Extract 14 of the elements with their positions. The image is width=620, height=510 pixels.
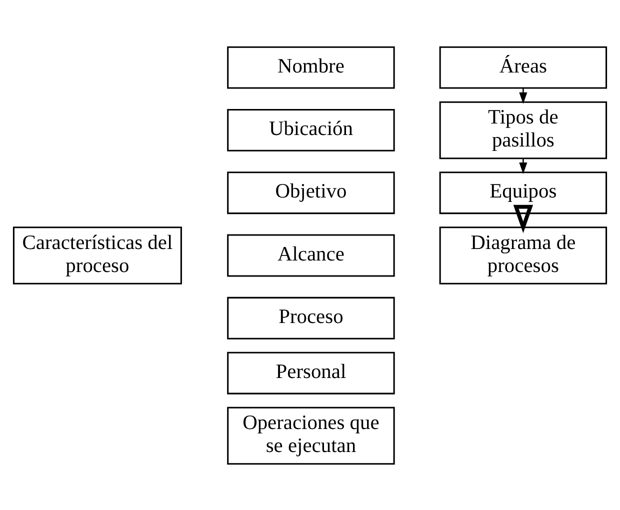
node-box: Operaciones que se ejecutan [227,406,395,464]
node-box: Personal [227,351,395,394]
node-box: Ubicación [227,108,395,151]
arrow [519,88,528,104]
node-box: Características del proceso [12,226,182,284]
node-box: Tipos de pasillos [439,100,608,159]
node-box: Áreas [439,46,608,88]
node-box: Diagrama de procesos [439,226,608,284]
node-box: Nombre [227,46,395,88]
arrow [519,158,528,174]
node-box: Proceso [227,296,395,339]
node-box: Alcance [227,234,395,276]
arrow [513,204,534,233]
node-box: Objetivo [227,171,395,214]
